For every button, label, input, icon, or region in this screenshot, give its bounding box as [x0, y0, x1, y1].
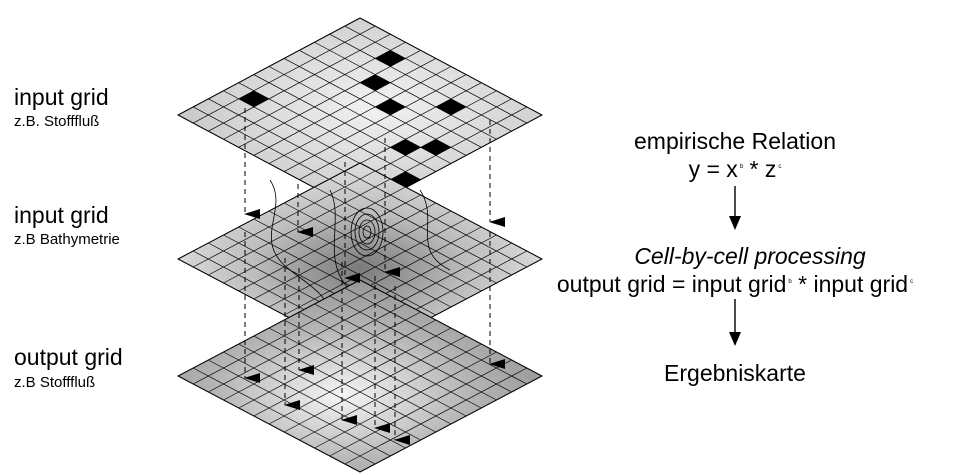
processing-exp-b: b	[788, 279, 792, 286]
layer2-title: input grid	[14, 202, 109, 228]
connector-lines	[244, 108, 505, 445]
processing-formula-mid: * input grid	[791, 271, 909, 297]
layer1-subtitle: z.B. Stofffluß	[14, 113, 100, 130]
processing-formula-left: output grid = input grid	[556, 271, 787, 297]
processing-title: Cell-by-cell processing	[634, 243, 866, 269]
layer2-subtitle: z.B Bathymetrie	[14, 231, 120, 248]
relation-formula-left: y = x	[688, 156, 738, 182]
relation-heading: empirische Relation	[634, 128, 836, 154]
layer3-title: output grid	[14, 344, 123, 370]
relation-exp-b: b	[739, 164, 744, 171]
relation-formula-mid: * z	[743, 156, 777, 182]
grid-bottom	[176, 279, 544, 473]
grid-layers	[176, 17, 544, 473]
layer3-subtitle: z.B Stofffluß	[14, 374, 96, 391]
relation-exp-c: c	[778, 164, 782, 171]
result-label: Ergebniskarte	[664, 360, 806, 386]
processing-exp-c: c	[910, 279, 914, 286]
layer1-title: input grid	[14, 84, 109, 110]
